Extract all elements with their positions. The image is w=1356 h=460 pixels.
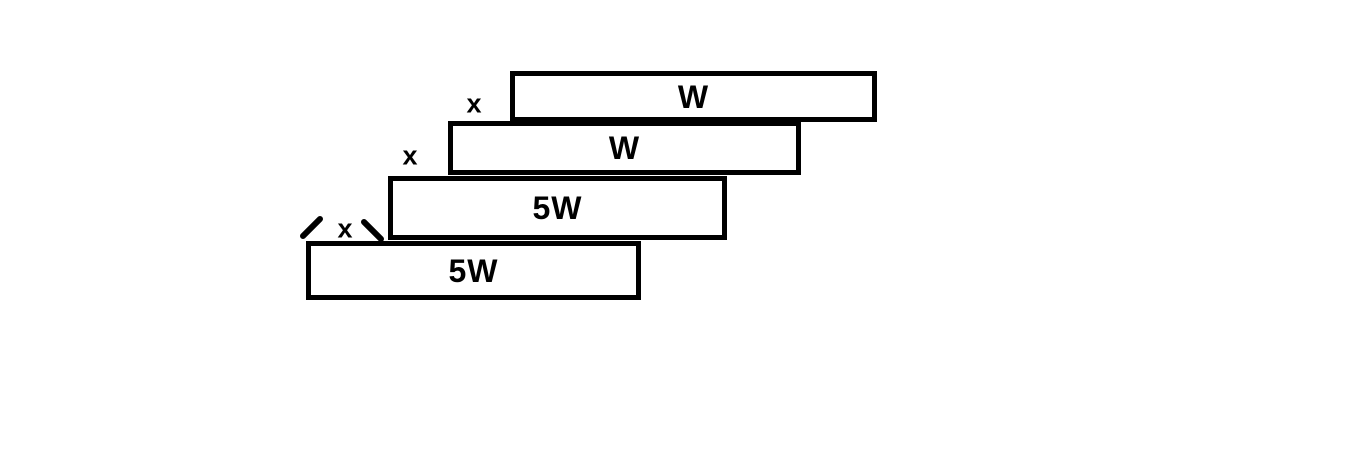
offset-label-x-bottom: x [337,213,353,244]
plank-3-label: 5W [532,190,583,226]
offset-label-x-middle: x [402,140,418,171]
plank-4-label: 5W [448,252,499,289]
right-tick-mark-icon [361,219,384,242]
plank-rect-3: 5W [388,176,727,240]
plank-rect-4: 5W [306,241,641,300]
offset-label-x-top: x [466,88,482,119]
plank-1-label: W [677,78,710,115]
left-tick-mark-icon [300,216,323,239]
plank-2-label: W [608,130,641,166]
plank-rect-2: W [448,121,801,175]
plank-rect-1: W [510,71,877,122]
